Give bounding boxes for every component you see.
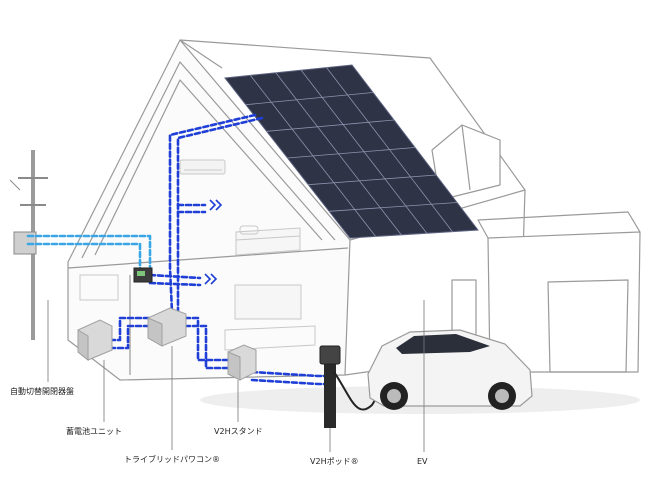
label-v2h-pod: V2Hポッド® (310, 457, 359, 466)
battery-unit (77, 319, 113, 362)
flow-arrows (204, 199, 223, 285)
v2h-stand-unit (227, 344, 257, 381)
label-ev: EV (417, 457, 428, 466)
house (67, 39, 641, 381)
car-icon (367, 329, 533, 410)
panel-grid-line (308, 174, 437, 186)
v2h-pod-line (250, 370, 328, 386)
load-line-upper (176, 203, 207, 214)
label-inverter: トライブリッドパワコン® (124, 454, 220, 464)
battery-line (108, 316, 152, 350)
panel-grid-line (287, 147, 416, 159)
label-switchboard: 自動切替開閉器盤 (10, 386, 74, 396)
v2h-pod-unit (319, 345, 381, 428)
label-v2h-stand: V2Hスタンド (214, 427, 263, 436)
bed-icon (235, 225, 301, 256)
wiring (26, 113, 328, 386)
panel-grid-line (266, 119, 395, 132)
inverter-unit (147, 307, 187, 347)
switchboard-device (133, 267, 153, 283)
interior (79, 159, 316, 351)
label-battery: 蓄電池ユニット (66, 426, 122, 436)
panel-grid-line (245, 92, 374, 106)
solar-panel-icon (224, 64, 479, 239)
tv-icon (224, 284, 316, 351)
v2h-stand-line (183, 316, 230, 370)
air-conditioner-icon (179, 159, 226, 175)
leader-lines (47, 300, 425, 452)
panel-grid-line (329, 202, 458, 212)
solar-line (168, 113, 264, 314)
load-line-lower (148, 273, 202, 287)
grid-line (26, 234, 152, 277)
